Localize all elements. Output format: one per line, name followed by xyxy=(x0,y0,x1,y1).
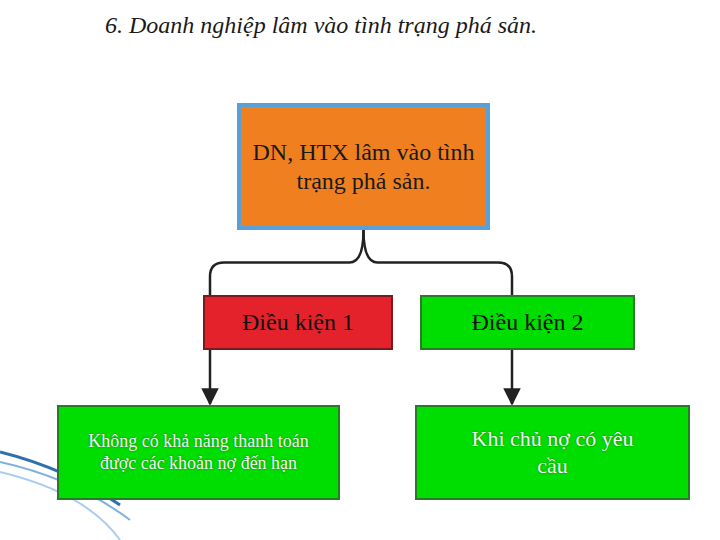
main-box: DN, HTX lâm vào tình trạng phá sản. xyxy=(237,103,490,230)
arrow-line xyxy=(209,350,212,404)
detail-box: Khi chủ nợ có yêu cầu xyxy=(415,405,690,500)
detail-box: Không có khả năng thanh toán được các kh… xyxy=(57,405,340,500)
brace-line xyxy=(364,230,513,295)
slide-title: 6. Doanh nghiệp lâm vào tình trạng phá s… xyxy=(105,12,537,39)
condition-box: Điều kiện 2 xyxy=(420,295,635,350)
box-text: Không có khả năng thanh toán được các kh… xyxy=(74,431,324,474)
condition-box: Điều kiện 1 xyxy=(203,295,393,350)
arrow-line xyxy=(511,350,514,404)
box-text: DN, HTX lâm vào tình trạng phá sản. xyxy=(249,138,479,196)
brace-line xyxy=(210,230,364,295)
box-text: Điều kiện 1 xyxy=(242,308,354,337)
box-text: Điều kiện 2 xyxy=(472,308,584,337)
box-text: Khi chủ nợ có yêu cầu xyxy=(465,426,640,479)
